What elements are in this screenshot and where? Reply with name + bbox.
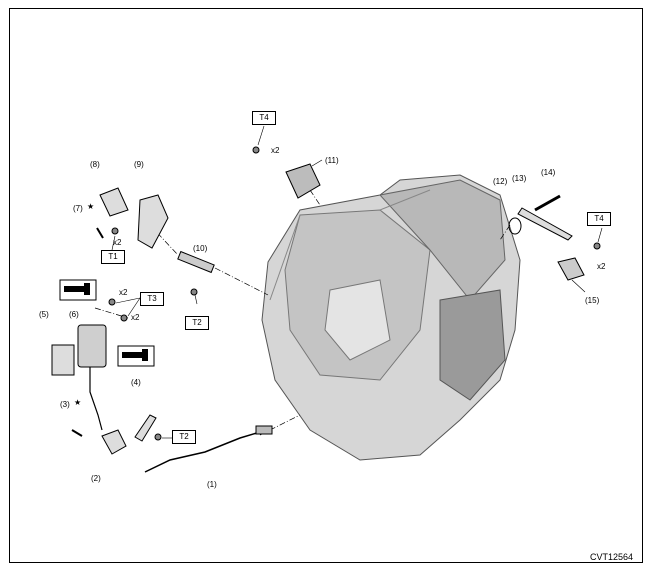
lever-9 xyxy=(137,194,169,249)
label-part-8: (8) xyxy=(90,160,100,169)
leader-lines xyxy=(111,125,603,439)
label-part-11: (11) xyxy=(325,156,339,165)
torque-box-t2: T2 xyxy=(185,316,209,330)
label-part-1: (1) xyxy=(207,480,217,489)
label-part-2: (2) xyxy=(91,474,101,483)
torque-box-t3: T3 xyxy=(140,292,164,306)
label-part-15: (15) xyxy=(585,296,600,305)
lever-13 xyxy=(517,207,573,241)
label-part-6: (6) xyxy=(69,310,79,319)
label-part-5: (5) xyxy=(39,310,49,319)
label-part-7: (7) xyxy=(73,204,83,213)
torque-box-t1: T1 xyxy=(101,250,125,264)
label-part-9: (9) xyxy=(134,160,144,169)
pin-7 xyxy=(96,227,104,239)
torque-box-t4: T4 xyxy=(252,111,276,125)
qty-label: x2 xyxy=(271,146,280,155)
qty-label: x2 xyxy=(597,262,606,271)
bracket-2 xyxy=(101,429,127,455)
star-icon: ★ xyxy=(74,398,82,407)
bolt-11 xyxy=(252,146,260,154)
label-part-13: (13) xyxy=(512,174,527,183)
plate-5 xyxy=(51,344,75,376)
bolt-15 xyxy=(593,242,601,250)
assembly-lines xyxy=(94,189,511,436)
spring-12 xyxy=(508,217,522,235)
bolt-t2b xyxy=(154,433,162,441)
label-part-12: (12) xyxy=(493,177,508,186)
label-part-3: (3) xyxy=(60,400,70,409)
cable xyxy=(144,431,261,473)
label-part-10: (10) xyxy=(193,244,208,253)
label-part-4: (4) xyxy=(131,378,141,387)
bracket-8 xyxy=(99,187,129,217)
bolt-t3a xyxy=(108,298,116,306)
bolt-t3b xyxy=(120,314,128,322)
star-icon: ★ xyxy=(87,202,95,211)
cable-end xyxy=(255,425,273,435)
component-15 xyxy=(557,257,585,281)
qty-label: x2 xyxy=(119,288,128,297)
sealant-icon xyxy=(117,345,155,367)
qty-label: x2 xyxy=(113,238,122,247)
torque-box-t2: T2 xyxy=(172,430,196,444)
shaft-10 xyxy=(177,250,215,274)
inhibitor-switch-6 xyxy=(77,324,107,368)
pin-3 xyxy=(71,429,83,437)
label-part-14: (14) xyxy=(541,168,556,177)
diagram-frame xyxy=(9,8,643,563)
bolt-t2a xyxy=(190,288,198,296)
figure-reference: CVT12564 xyxy=(590,552,634,562)
component-11 xyxy=(285,163,321,199)
pin-14 xyxy=(534,194,561,212)
bolt-t1 xyxy=(111,227,119,235)
qty-label: x2 xyxy=(131,313,140,322)
torque-box-t4: T4 xyxy=(587,212,611,226)
harness-6 xyxy=(89,367,103,431)
lever-4 xyxy=(134,414,157,442)
transmission-housing xyxy=(261,174,521,461)
sealant-icon xyxy=(59,279,97,301)
